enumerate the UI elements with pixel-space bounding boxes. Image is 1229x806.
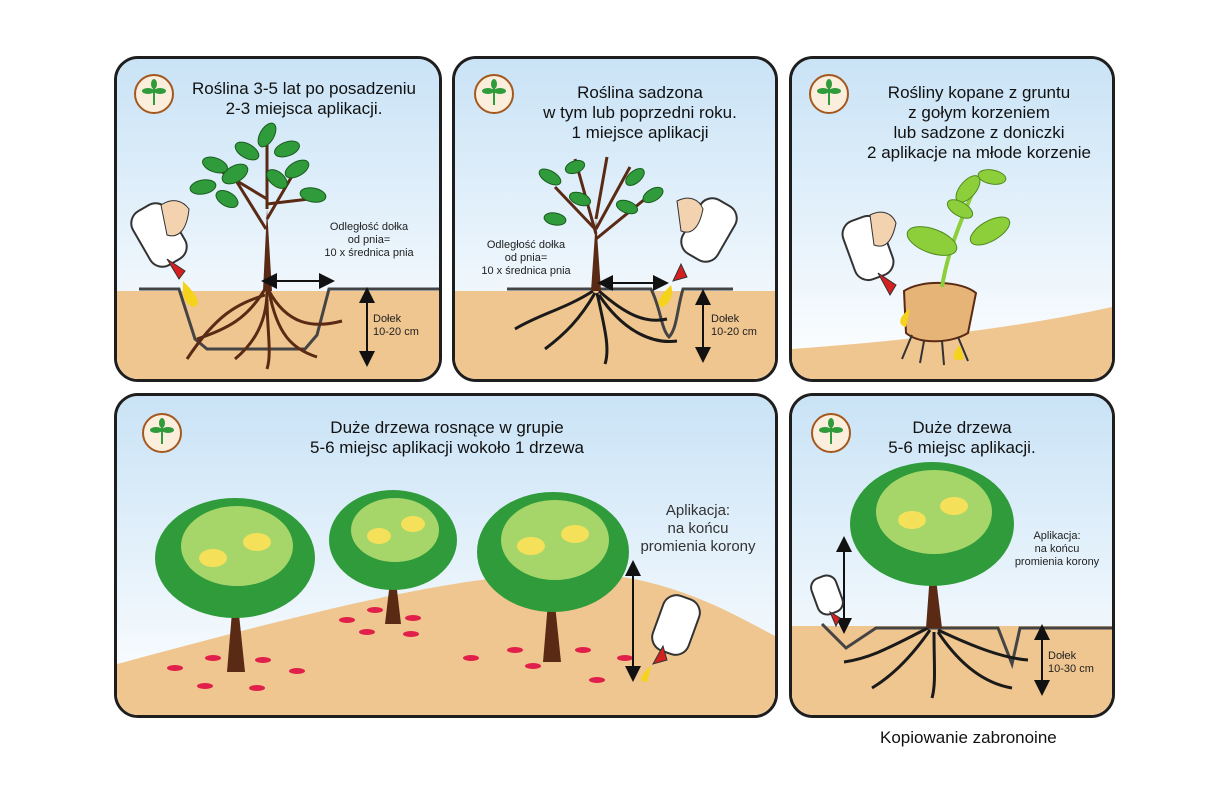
plant-logo-icon	[141, 412, 183, 454]
panel-title: Duże drzewa 5-6 miejsc aplikacji.	[862, 418, 1062, 458]
plant-logo-icon	[133, 73, 175, 115]
plant-logo-icon	[808, 73, 850, 115]
panel-large-tree: Duże drzewa 5-6 miejsc aplikacji. Aplika…	[789, 393, 1115, 718]
panel-title: Rośliny kopane z gruntu z gołym korzenie…	[854, 83, 1104, 163]
panel-young-plant: Roślina 3-5 lat po posadzeniu 2-3 miejsc…	[114, 56, 442, 382]
panel-title: Roślina sadzona w tym lub poprzedni roku…	[515, 83, 765, 143]
plant-logo-icon	[810, 412, 852, 454]
panel-title: Duże drzewa rosnące w grupie 5-6 miejsc …	[277, 418, 617, 458]
title-line: Roślina 3-5 lat po posadzeniu	[179, 79, 429, 99]
panel-tree-group: Duże drzewa rosnące w grupie 5-6 miejsc …	[114, 393, 778, 718]
panel-new-plant: Roślina sadzona w tym lub poprzedni roku…	[452, 56, 778, 382]
plant-logo-icon	[473, 73, 515, 115]
panel-title: Roślina 3-5 lat po posadzeniu 2-3 miejsc…	[179, 79, 429, 119]
panel-bare-root: Rośliny kopane z gruntu z gołym korzenie…	[789, 56, 1115, 382]
title-line: 2-3 miejsca aplikacji.	[179, 99, 429, 119]
copyright-notice: Kopiowanie zabronoine	[880, 728, 1057, 748]
